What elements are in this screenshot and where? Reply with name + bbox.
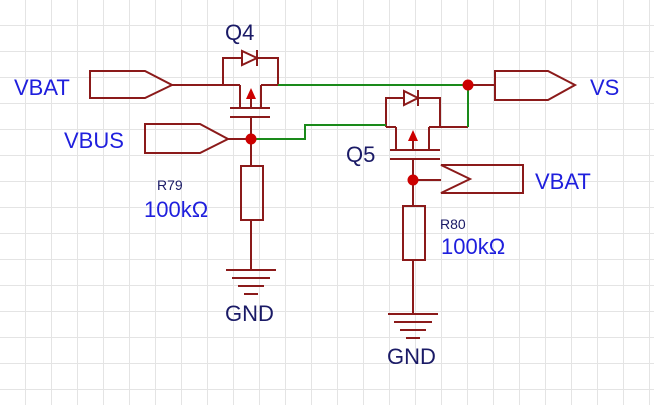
junction-vbat — [407, 174, 419, 186]
net-vs — [278, 84, 469, 127]
ground-symbol-right — [388, 313, 438, 339]
mosfet-q5[interactable] — [385, 89, 468, 180]
label-r79-ref: R79 — [157, 177, 183, 193]
label-q4: Q4 — [225, 20, 254, 45]
resistor-r80[interactable] — [402, 180, 426, 314]
port-vs[interactable] — [494, 70, 578, 101]
label-r80-ref: R80 — [440, 216, 466, 232]
label-vbus: VBUS — [64, 128, 124, 153]
label-r79-value: 100kΩ — [144, 197, 208, 222]
ground-symbol-left — [226, 269, 276, 295]
label-gnd-left: GND — [225, 301, 274, 326]
junction-vs — [462, 79, 474, 91]
label-vbat-left: VBAT — [14, 75, 70, 100]
port-vbat-left[interactable] — [89, 70, 175, 99]
net-vbus — [251, 124, 386, 140]
label-vbat-right: VBAT — [535, 169, 591, 194]
label-r80-value: 100kΩ — [441, 234, 505, 259]
resistor-r79[interactable] — [240, 139, 264, 270]
port-vbus[interactable] — [144, 123, 231, 154]
label-vs: VS — [590, 75, 619, 100]
label-q5: Q5 — [346, 142, 375, 167]
junction-vbus — [245, 133, 257, 145]
label-gnd-right: GND — [387, 344, 436, 369]
port-vbat-right[interactable] — [440, 164, 524, 194]
mosfet-q4[interactable] — [172, 49, 279, 139]
